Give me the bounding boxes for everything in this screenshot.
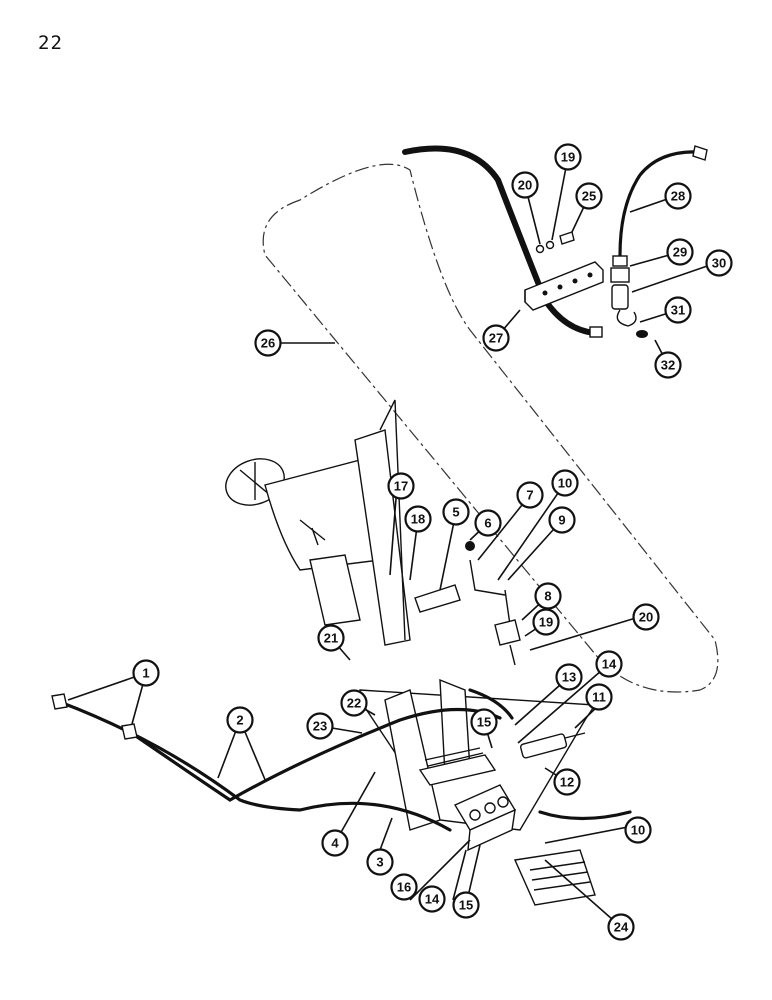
callout-18: 18 xyxy=(404,505,432,533)
callout-10-lower: 10 xyxy=(624,816,652,844)
callout-25: 25 xyxy=(575,182,603,210)
page-number: 22 xyxy=(38,32,63,54)
svg-text:16: 16 xyxy=(397,880,411,895)
callout-29: 29 xyxy=(666,238,694,266)
callout-26: 26 xyxy=(254,329,282,357)
svg-text:15: 15 xyxy=(459,898,473,913)
callout-3: 3 xyxy=(366,848,394,876)
svg-text:2: 2 xyxy=(236,713,243,728)
svg-text:7: 7 xyxy=(526,488,533,503)
callout-15-lower: 15 xyxy=(452,891,480,919)
svg-text:1: 1 xyxy=(142,666,149,681)
center-hose xyxy=(468,688,514,720)
svg-text:20: 20 xyxy=(518,178,532,193)
svg-text:19: 19 xyxy=(539,615,553,630)
callout-24: 24 xyxy=(607,913,635,941)
svg-text:30: 30 xyxy=(712,256,726,271)
callout-27: 27 xyxy=(482,324,510,352)
svg-text:31: 31 xyxy=(671,303,685,318)
right-lower-hose xyxy=(538,810,632,821)
operator-console xyxy=(264,399,411,646)
callout-6: 6 xyxy=(474,509,502,537)
callout-19-upper: 19 xyxy=(554,143,582,171)
callout-9: 9 xyxy=(548,506,576,534)
svg-text:14: 14 xyxy=(602,657,617,672)
lever-mount-plate xyxy=(414,584,461,613)
bolt-and-washers xyxy=(535,231,575,254)
callout-30: 30 xyxy=(705,249,733,277)
upper-hose xyxy=(402,145,598,336)
svg-text:18: 18 xyxy=(411,512,425,527)
hose-fitting-upper xyxy=(589,326,603,338)
callout-8: 8 xyxy=(534,582,562,610)
callout-2: 2 xyxy=(226,706,254,734)
hose-end-left xyxy=(51,693,68,710)
callout-15-upper: 15 xyxy=(470,708,498,736)
callout-7: 7 xyxy=(516,481,544,509)
svg-text:22: 22 xyxy=(347,696,361,711)
step xyxy=(513,849,596,906)
right-hose-end xyxy=(692,145,708,161)
callout-13: 13 xyxy=(555,663,583,691)
svg-text:32: 32 xyxy=(661,358,675,373)
svg-text:19: 19 xyxy=(561,150,575,165)
callout-23: 23 xyxy=(306,712,334,740)
hydraulic-cylinder xyxy=(519,732,586,759)
callout-11: 11 xyxy=(585,683,613,711)
callout-group: 1 2 3 4 5 6 7 8 9 10 10 11 12 13 14 14 1… xyxy=(132,143,733,941)
callout-20-lower: 20 xyxy=(632,603,660,631)
callout-14-lower: 14 xyxy=(418,885,446,913)
svg-text:17: 17 xyxy=(394,479,408,494)
svg-text:26: 26 xyxy=(261,336,275,351)
svg-text:4: 4 xyxy=(331,836,339,851)
svg-text:14: 14 xyxy=(425,892,440,907)
svg-text:20: 20 xyxy=(639,610,653,625)
callout-19-lower: 19 xyxy=(532,608,560,636)
svg-text:15: 15 xyxy=(477,715,491,730)
left-hose-upper xyxy=(128,707,502,802)
callout-12: 12 xyxy=(553,768,581,796)
svg-text:11: 11 xyxy=(592,690,606,705)
svg-text:10: 10 xyxy=(558,476,572,491)
hose-adapter xyxy=(610,255,648,338)
callout-22: 22 xyxy=(340,689,368,717)
hose-routing-outline xyxy=(262,163,719,693)
control-valve xyxy=(453,784,517,852)
svg-text:23: 23 xyxy=(313,719,327,734)
callout-4: 4 xyxy=(321,829,349,857)
callout-10-upper: 10 xyxy=(551,469,579,497)
callout-14-upper: 14 xyxy=(595,650,623,678)
svg-text:27: 27 xyxy=(489,331,503,346)
callout-16: 16 xyxy=(390,873,418,901)
svg-text:28: 28 xyxy=(671,189,685,204)
callout-28: 28 xyxy=(664,182,692,210)
callout-17: 17 xyxy=(387,472,415,500)
callout-31: 31 xyxy=(664,296,692,324)
svg-text:8: 8 xyxy=(544,589,551,604)
svg-text:13: 13 xyxy=(562,670,576,685)
svg-text:5: 5 xyxy=(452,505,459,520)
svg-text:9: 9 xyxy=(558,513,565,528)
control-lever xyxy=(465,541,521,666)
callout-1: 1 xyxy=(132,659,160,687)
callout-32: 32 xyxy=(654,351,682,379)
svg-text:12: 12 xyxy=(560,775,574,790)
svg-text:6: 6 xyxy=(484,516,491,531)
callout-5: 5 xyxy=(442,498,470,526)
svg-text:29: 29 xyxy=(673,245,687,260)
svg-text:24: 24 xyxy=(614,920,629,935)
right-hose xyxy=(618,150,702,257)
svg-text:3: 3 xyxy=(376,855,383,870)
callout-20-upper: 20 xyxy=(511,171,539,199)
hose-end-mid xyxy=(121,723,138,740)
mounting-bracket xyxy=(524,261,604,311)
steering-wheel xyxy=(225,458,285,506)
callout-21: 21 xyxy=(317,624,345,652)
svg-text:10: 10 xyxy=(631,823,645,838)
svg-text:21: 21 xyxy=(324,631,338,646)
svg-text:25: 25 xyxy=(582,189,596,204)
